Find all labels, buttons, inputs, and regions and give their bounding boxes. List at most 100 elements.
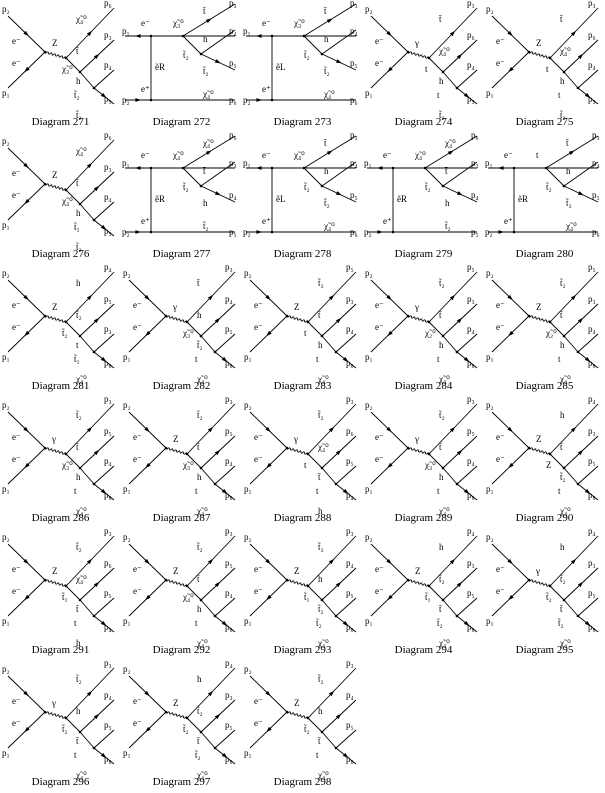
- boson-label: γ: [51, 698, 56, 708]
- particle-label-electron: e⁻: [133, 718, 142, 728]
- diagram-caption: Diagram 272: [152, 116, 211, 128]
- external-momentum-label: p₁: [123, 352, 131, 362]
- outgoing-particle-label: χ̃₄⁰: [559, 638, 571, 648]
- outgoing-particle-label: χ̃₄⁰: [438, 638, 450, 648]
- outgoing-line: [321, 161, 357, 187]
- particle-label-electron: e⁻: [254, 696, 263, 706]
- arrow-head: [207, 294, 214, 301]
- arrow-head: [449, 30, 456, 37]
- internal-particle-label: t̃₂: [304, 50, 310, 60]
- arrow-head: [221, 620, 228, 626]
- internal-particle-label: t: [304, 328, 307, 338]
- particle-label-electron: e⁻: [12, 696, 21, 706]
- particle-label-electron: e⁻: [262, 150, 271, 160]
- vertex-dot: [43, 314, 47, 318]
- vertex-dot: [164, 710, 168, 714]
- internal-line: [65, 321, 81, 337]
- outgoing-particle-label: t̄: [444, 166, 448, 176]
- diagram-caption: Diagram 286: [31, 512, 90, 524]
- outgoing-momentum-label: p₅: [467, 262, 475, 272]
- vertex-dot: [406, 446, 410, 450]
- internal-particle-label: t: [425, 64, 428, 74]
- external-momentum-label: p₂: [364, 227, 372, 237]
- external-momentum-label: p₁: [2, 616, 10, 626]
- arrow-head: [221, 752, 228, 758]
- outgoing-particle-label: h: [318, 706, 323, 716]
- outgoing-particle-label: χ̃₄⁰: [438, 506, 450, 516]
- particle-label-electron: e⁻: [133, 564, 142, 574]
- external-momentum-label: p₁: [486, 616, 494, 626]
- arrow-head: [256, 98, 263, 102]
- internal-line: [563, 71, 579, 89]
- outgoing-particle-label: h: [76, 638, 81, 648]
- external-momentum-label: p₂: [486, 400, 494, 410]
- external-momentum-label: p₁: [2, 748, 10, 758]
- outgoing-particle-label: t̄: [75, 736, 79, 746]
- internal-particle-label: χ̃₄⁰: [182, 592, 194, 602]
- arrow-head: [144, 690, 150, 697]
- internal-particle-label: t: [316, 486, 319, 496]
- outgoing-particle-label: h: [197, 310, 202, 320]
- arrow-head: [577, 53, 584, 60]
- outgoing-particle-label: h: [560, 410, 565, 420]
- arrow-head: [266, 594, 272, 601]
- outgoing-momentum-label: p₄: [225, 588, 233, 598]
- outgoing-momentum-label: p₆: [104, 558, 112, 568]
- arrow-head: [24, 330, 30, 337]
- arrow-head: [135, 98, 142, 102]
- internal-particle-label: t: [74, 486, 77, 496]
- outgoing-particle-label: χ̃₄⁰: [317, 638, 329, 648]
- particle-label-electron: e⁻: [133, 454, 142, 464]
- vertex-dot: [199, 598, 203, 602]
- arrow-head: [221, 356, 228, 362]
- external-momentum-label: p₂: [244, 400, 252, 410]
- propagator-label: ẽL: [276, 194, 286, 204]
- internal-line: [79, 599, 95, 617]
- boson-label: Z: [52, 302, 58, 312]
- internal-line: [442, 71, 458, 89]
- arrow-head: [463, 92, 470, 98]
- vertex-dot: [43, 446, 47, 450]
- outgoing-particle-label: t̃₂: [318, 604, 324, 614]
- vertex-dot: [562, 466, 566, 470]
- outgoing-particle-label: t̄: [75, 442, 79, 452]
- external-momentum-label: p₂: [486, 268, 494, 278]
- vertex-dot: [213, 746, 217, 750]
- arrow-head: [205, 150, 212, 155]
- outgoing-momentum-label: p₃: [225, 690, 233, 700]
- arrow-head: [507, 294, 513, 301]
- particle-label-electron: e⁻: [254, 586, 263, 596]
- internal-particle-label: t: [195, 486, 198, 496]
- arrow-head: [135, 230, 142, 234]
- internal-particle-label: t: [316, 750, 319, 760]
- arrow-head: [449, 558, 456, 565]
- outgoing-momentum-label: p₄: [467, 324, 475, 334]
- internal-particle-label: t: [558, 354, 561, 364]
- vertex-dot: [43, 578, 47, 582]
- outgoing-momentum-label: p₆: [467, 358, 475, 368]
- vertex-dot: [78, 730, 82, 734]
- diagram-caption: Diagram 282: [152, 380, 211, 392]
- vertex-dot: [334, 350, 338, 354]
- outgoing-momentum-label: p₅: [104, 226, 112, 236]
- outgoing-momentum-label: p₅: [104, 426, 112, 436]
- arrow-head: [214, 713, 221, 720]
- arrow-head: [266, 330, 272, 337]
- vertex-dot: [270, 166, 274, 170]
- outgoing-momentum-label: p₃: [225, 394, 233, 404]
- external-momentum-label: p₁: [365, 484, 373, 494]
- outgoing-particle-label: h: [203, 198, 208, 208]
- arrow-head: [100, 620, 107, 626]
- external-momentum-label: p₁: [486, 484, 494, 494]
- boson-label: γ: [414, 434, 419, 444]
- particle-label-electron: e⁻: [12, 432, 21, 442]
